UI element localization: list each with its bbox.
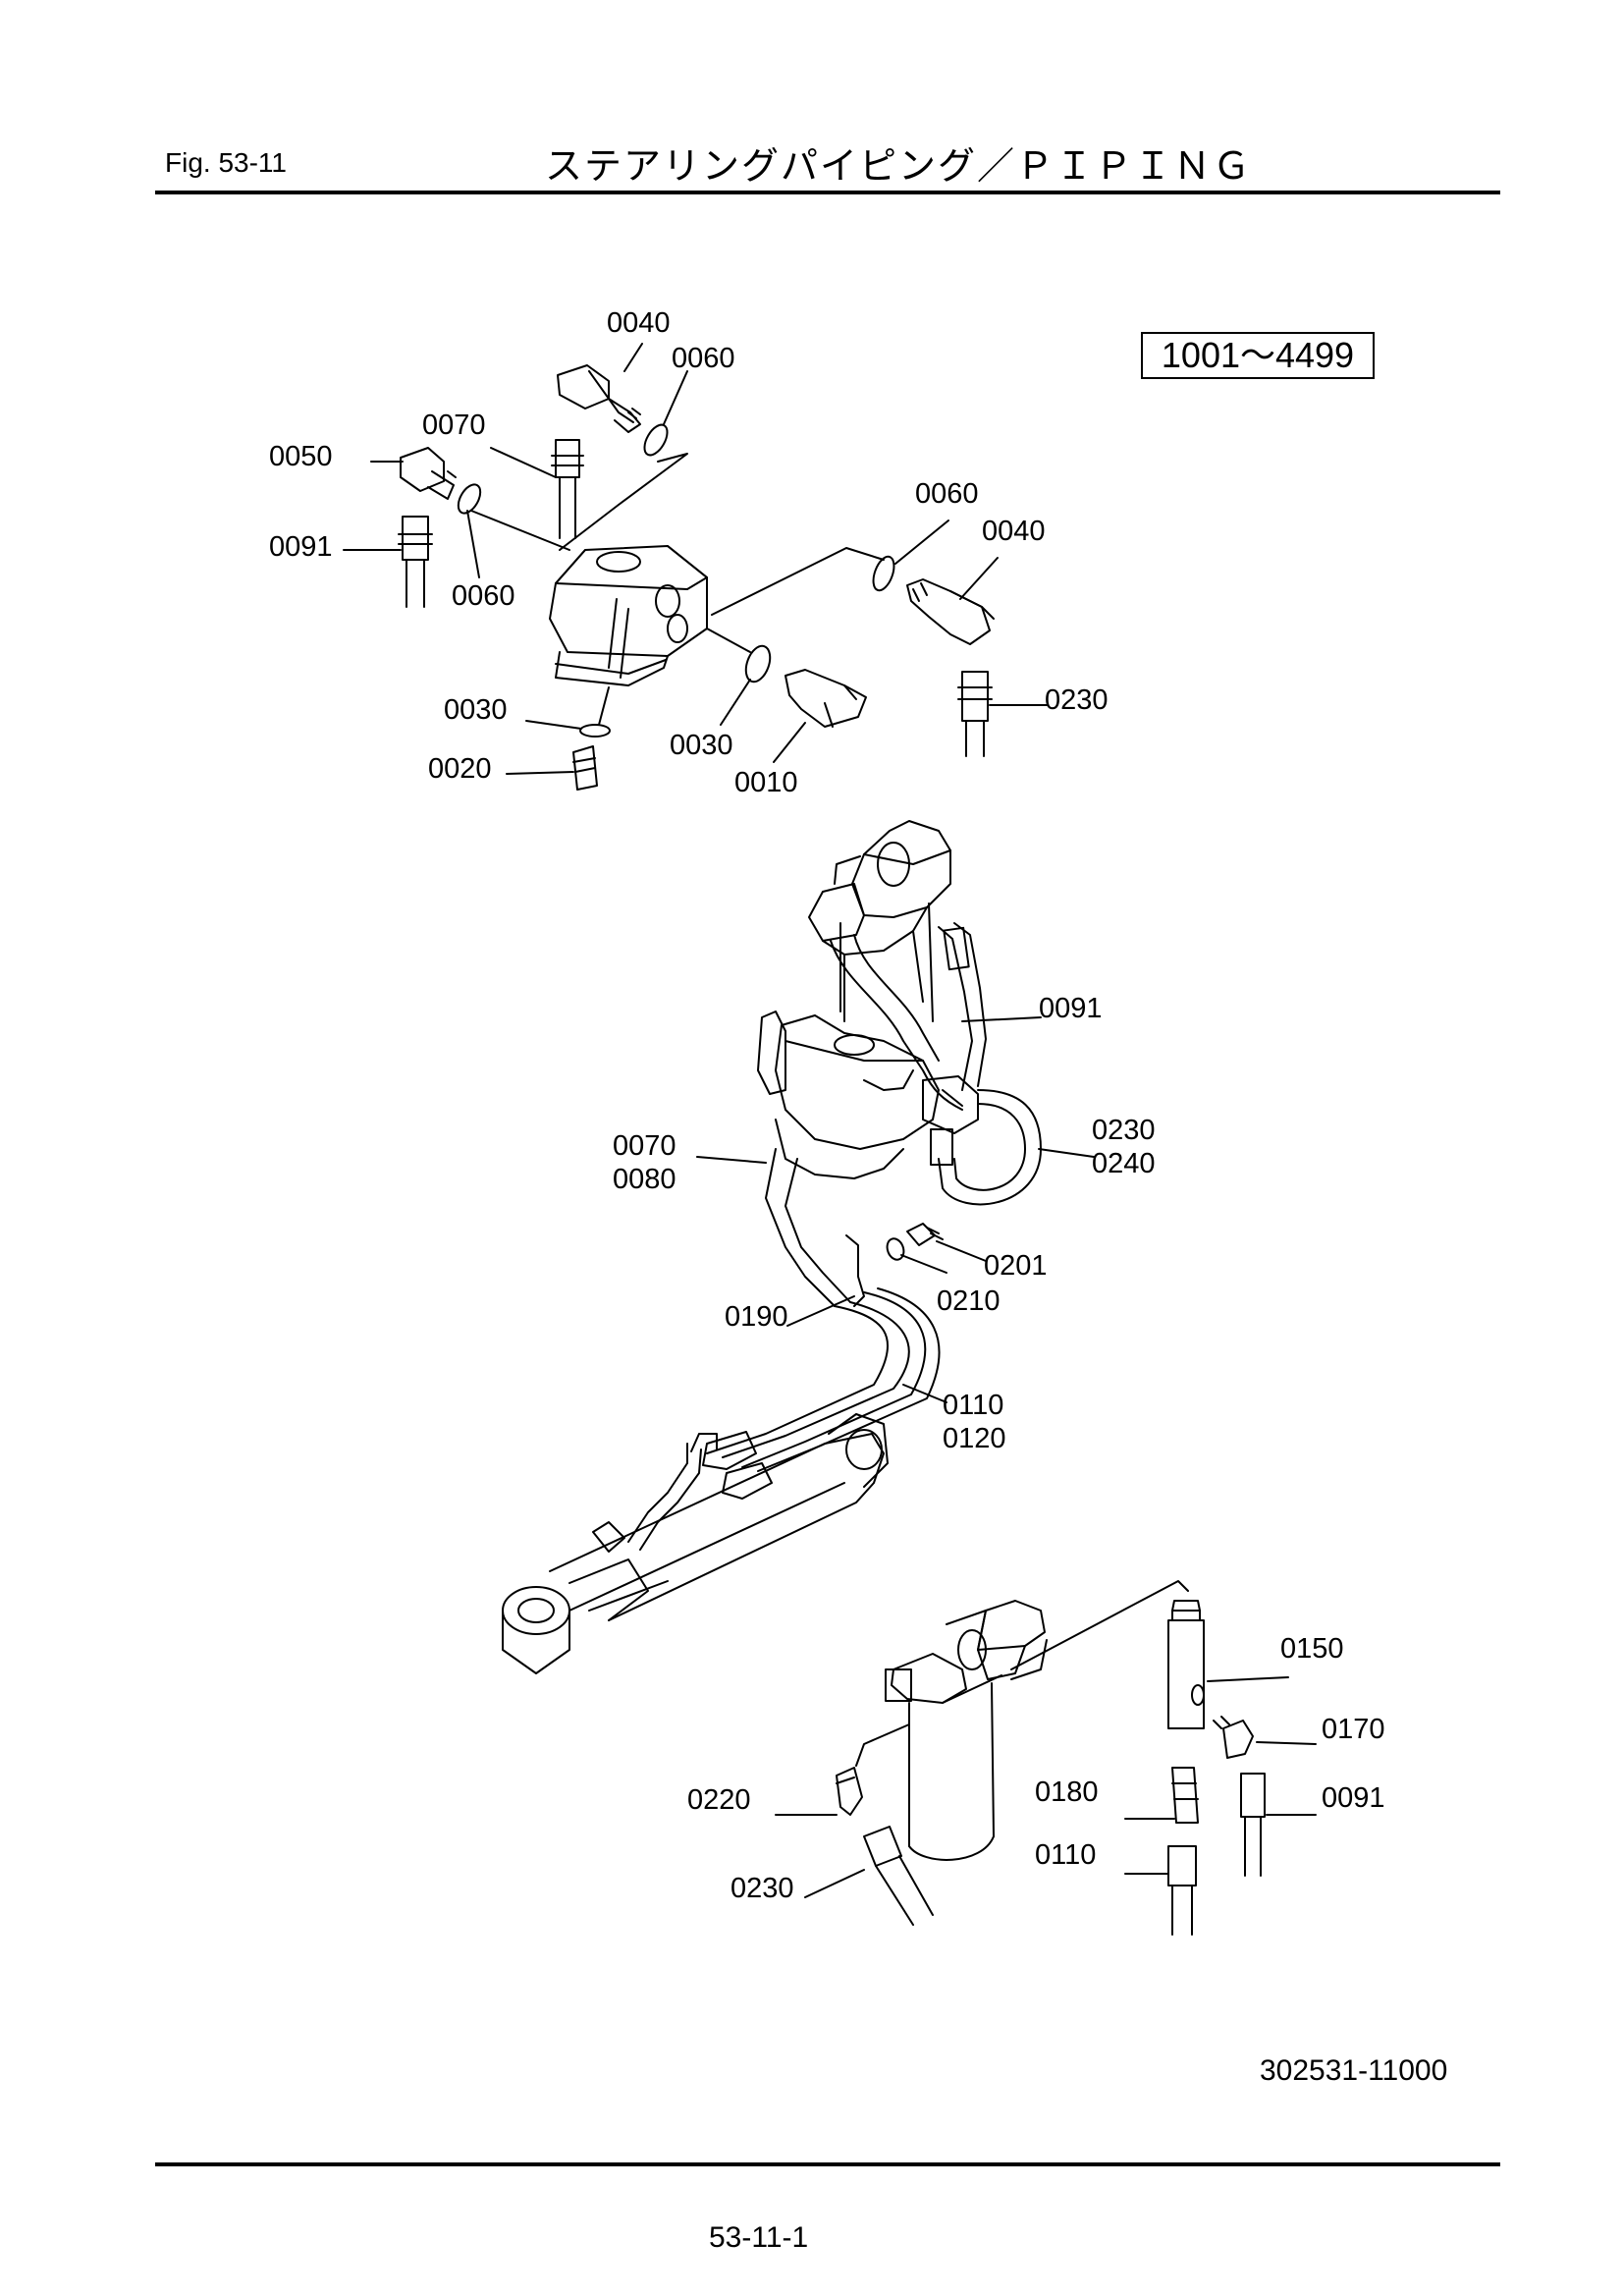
callout-label: 0020 [428, 753, 492, 785]
callout-label: 0110 [943, 1390, 1003, 1421]
hose-0110-bottom [1167, 1845, 1197, 1936]
tee-0150 [1167, 1600, 1205, 1729]
callout-label: 0070 [422, 410, 486, 441]
callout-label: 0201 [984, 1250, 1048, 1282]
callout-label: 0091 [1039, 993, 1103, 1024]
callout-label: 0190 [725, 1301, 788, 1333]
callout-label: 0150 [1280, 1633, 1344, 1665]
elbow-0040-top [557, 364, 641, 433]
callout-label: 0050 [269, 441, 333, 472]
serial-range-box: 1001～4499 [1141, 332, 1375, 379]
callout-label: 0230 [730, 1873, 794, 1904]
callout-label: 0230 [1045, 684, 1109, 716]
drawing-number: 302531-11000 [1260, 2054, 1448, 2087]
pump-assembly-bottom [885, 1600, 1048, 1861]
hose-0230-bottom [863, 1826, 934, 1926]
elbow-0170 [1213, 1716, 1254, 1759]
callout-label: 0030 [444, 694, 508, 726]
callout-label: 0060 [915, 478, 979, 510]
callout-label: 0060 [672, 343, 735, 374]
header-rule [155, 191, 1500, 194]
callout-label: 0030 [670, 730, 733, 761]
hose-0091-bottom [1240, 1773, 1266, 1877]
callout-labels: 0040 0060 0070 0050 0091 0060 0060 0040 … [269, 307, 1385, 1904]
fitting-0220 [836, 1767, 863, 1816]
figure-number: Fig. 53-11 [165, 147, 287, 178]
callout-label: 0120 [943, 1423, 1006, 1454]
callout-label: 0060 [452, 580, 515, 612]
footer-rule [155, 2162, 1500, 2166]
callout-label: 0070 [613, 1130, 676, 1162]
page-number: 53-11-1 [709, 2221, 809, 2254]
elbow-0040-right [906, 578, 995, 645]
hose-0070 [551, 439, 584, 539]
callout-label: 0170 [1322, 1714, 1385, 1745]
callout-label: 0110 [1035, 1839, 1096, 1871]
callout-label: 0240 [1092, 1148, 1156, 1179]
steering-column-assembly [502, 820, 1042, 1674]
fitting-0180 [1171, 1767, 1199, 1824]
callout-label: 0210 [937, 1285, 1001, 1317]
elbow-0050 [400, 447, 457, 500]
steering-valve-top [549, 545, 708, 686]
callout-label: 0230 [1092, 1115, 1156, 1146]
callout-label: 0040 [982, 516, 1046, 547]
callout-label: 0080 [613, 1164, 676, 1195]
fitting-0020 [572, 745, 598, 791]
elbow-0010 [784, 669, 867, 728]
callout-label: 0091 [1322, 1782, 1385, 1814]
callout-label: 0220 [687, 1784, 751, 1816]
callout-label: 0010 [734, 767, 798, 798]
callout-label: 0180 [1035, 1777, 1099, 1808]
page-title: ステアリングパイピング／ＰＩＰＩＮＧ [545, 144, 1253, 188]
callout-label: 0091 [269, 531, 333, 563]
hose-0230-top [957, 671, 993, 757]
hose-0091-top [398, 516, 433, 608]
callout-label: 0040 [607, 307, 671, 339]
